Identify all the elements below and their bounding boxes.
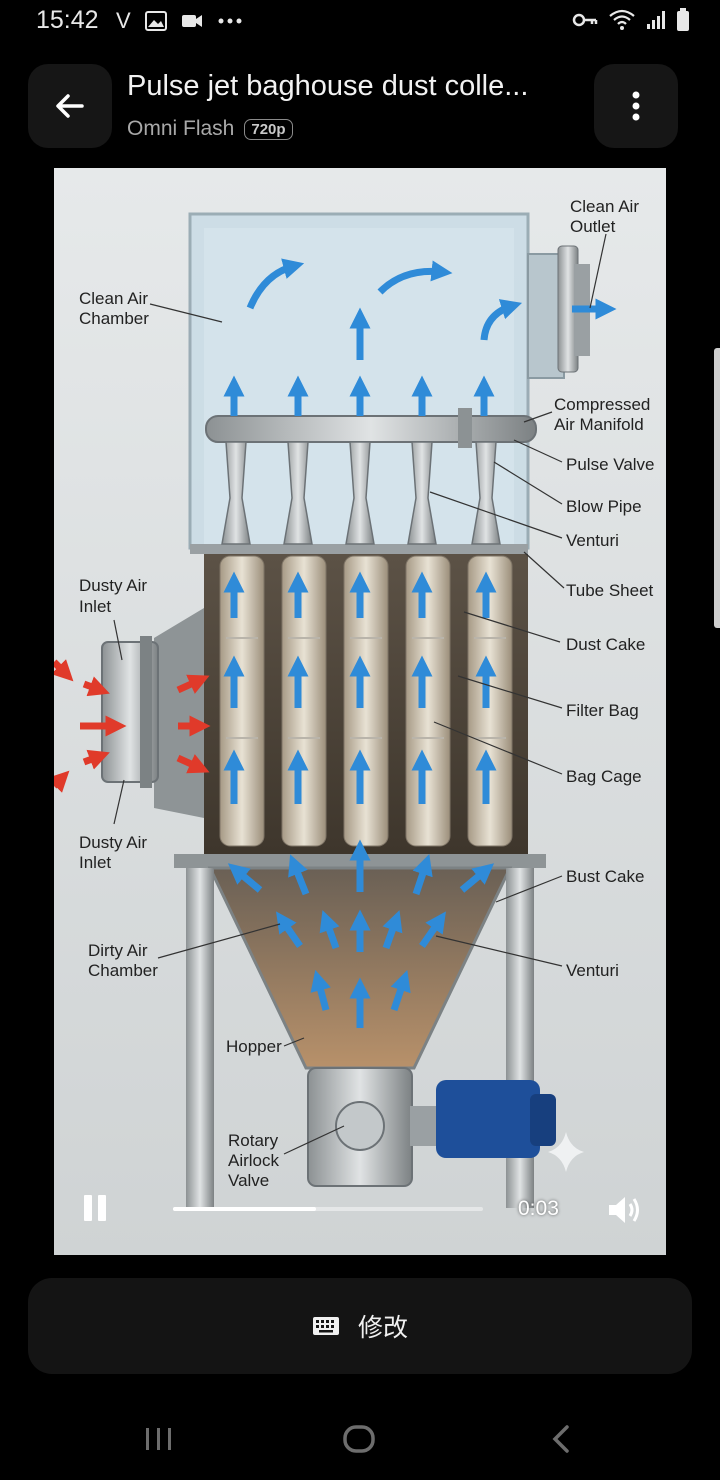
label-rotary-airlock-valve-3: Valve [228,1171,269,1190]
quality-badge: 720p [244,118,293,140]
time-label: 0:03 [518,1197,559,1220]
model-name: Omni Flash [127,117,235,140]
label-tube-sheet: Tube Sheet [566,581,654,600]
label-dirty-air-chamber-2: Chamber [88,961,158,980]
label-clean-air-outlet-1: Clean Air [570,197,639,216]
label-bag-cage: Bag Cage [566,767,642,786]
keyboard-icon [312,1317,339,1335]
carrier-initial: V [116,8,131,33]
label-venturi-bottom: Venturi [566,961,619,980]
volume-icon [609,1197,639,1223]
status-time: 15:42 [36,6,99,34]
progress-fill [173,1207,316,1211]
label-dusty-air-inlet-bottom-1: Dusty Air [79,833,147,852]
arrow-left-icon [56,94,84,118]
more-options-button[interactable] [594,64,678,148]
label-rotary-airlock-valve-2: Airlock [228,1151,280,1170]
home-icon[interactable] [342,1424,376,1454]
video-title: Pulse jet baghouse dust colle... [127,70,529,102]
status-bar: 15:42 V [0,0,720,44]
label-dust-cake: Dust Cake [566,635,645,654]
label-clean-air-outlet-2: Outlet [570,217,616,236]
video-camera-icon [181,15,202,27]
wifi-icon [609,9,635,30]
edit-label: 修改 [357,1314,408,1342]
volume-button[interactable] [606,1193,642,1227]
side-edge-handle[interactable] [714,348,720,628]
label-venturi-top: Venturi [566,531,619,550]
back-button[interactable] [28,64,112,148]
label-clean-air-chamber-1: Clean Air [79,289,148,308]
status-right-icons [572,8,690,32]
edit-button[interactable]: 修改 [28,1278,692,1374]
more-dots-icon [218,18,242,24]
label-clean-air-chamber-2: Chamber [79,309,149,328]
label-compressed-air-manifold-2: Air Manifold [554,415,644,434]
battery-icon [677,8,689,31]
label-filter-bag: Filter Bag [566,701,639,720]
label-dirty-air-chamber-1: Dirty Air [88,941,148,960]
video-subtitle: Omni Flash 720p [127,117,293,141]
recents-icon[interactable] [144,1426,174,1452]
back-nav-icon[interactable] [550,1424,572,1454]
label-dusty-air-inlet-bottom-2: Inlet [79,853,111,872]
label-pulse-valve: Pulse Valve [566,455,655,474]
video-controls: 0:03 [54,1165,666,1255]
label-bust-cake: Bust Cake [566,867,644,886]
signal-icon [647,11,665,29]
pause-button[interactable] [82,1195,110,1223]
more-vertical-icon [632,91,640,121]
label-dusty-air-inlet-top-2: Inlet [79,597,111,616]
sparkle-icon [548,1132,584,1172]
status-left-icons: V [116,8,243,34]
label-rotary-airlock-valve-1: Rotary [228,1131,279,1150]
label-hopper: Hopper [226,1037,282,1056]
label-compressed-air-manifold-1: Compressed [554,395,650,414]
navigation-bar [0,1400,720,1480]
key-icon [572,13,598,27]
gallery-icon [144,11,167,31]
label-blow-pipe: Blow Pipe [566,497,642,516]
baghouse-diagram: Clean Air Outlet Clean Air Chamber Compr… [54,168,666,1255]
header: Pulse jet baghouse dust colle... Omni Fl… [0,62,720,150]
label-dusty-air-inlet-top-1: Dusty Air [79,576,147,595]
progress-bar[interactable] [173,1207,483,1211]
video-player[interactable]: Clean Air Outlet Clean Air Chamber Compr… [54,168,666,1255]
